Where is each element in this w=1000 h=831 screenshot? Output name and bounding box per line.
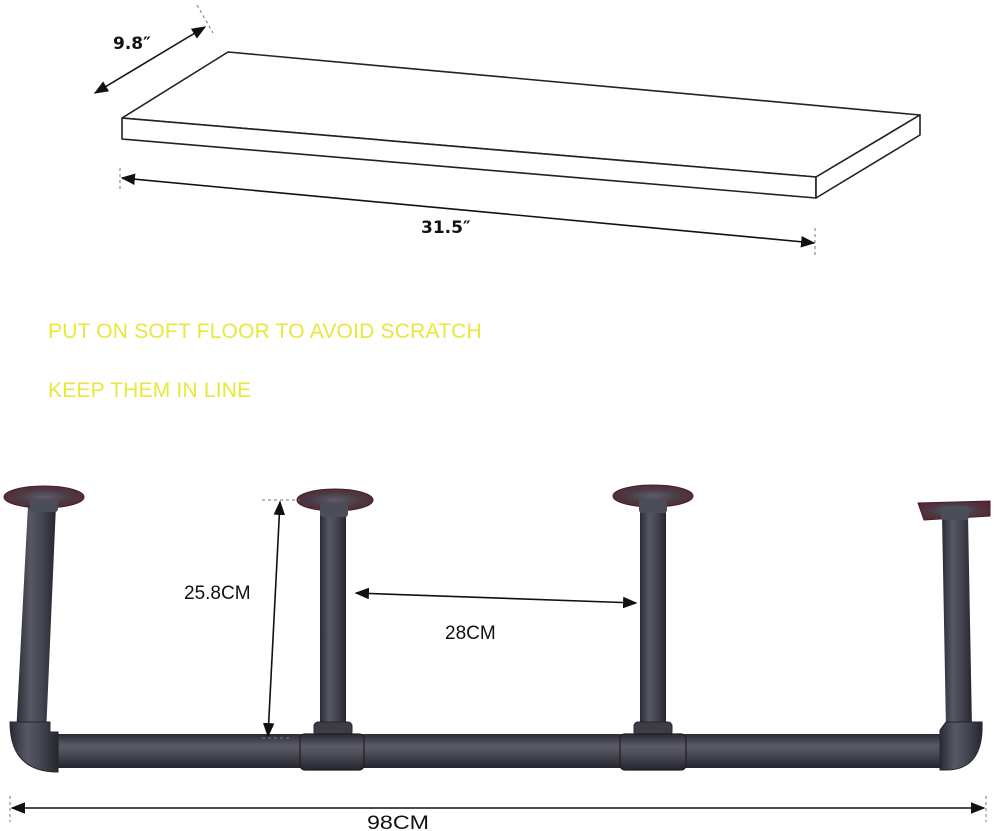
pipe-leg-2: [296, 488, 374, 771]
depth-arrow: [93, 26, 207, 94]
flange-collar: [941, 506, 969, 520]
pipe-height-label: 25.8CM: [184, 583, 251, 604]
flange-collar: [320, 503, 348, 517]
pipe-spacing-dimension: 28CM: [354, 587, 638, 644]
height-arrow: [262, 500, 286, 738]
pipe-height-dimension: 25.8CM: [184, 499, 300, 739]
spacing-arrow: [354, 587, 638, 609]
bottom-pipe: [40, 734, 952, 768]
board-width-dimension: 31.5″: [119, 168, 816, 256]
leg-pipe: [320, 508, 346, 730]
flange-collar: [30, 500, 58, 512]
tee-fitting: [299, 733, 365, 771]
leg-pipe: [640, 502, 666, 728]
pipe-length-dimension: 98CM: [9, 796, 987, 831]
width-arrow: [120, 173, 816, 248]
board-depth-label: 9.8″: [113, 34, 151, 54]
pipe-leg-1: [3, 485, 85, 773]
instruction-note-align: KEEP THEM IN LINE: [48, 379, 252, 402]
pipe-leg-3: [612, 484, 694, 771]
extension-line: [196, 4, 214, 34]
leg-pipe: [942, 515, 972, 728]
leg-pipe: [16, 505, 56, 735]
pipe-frame: [3, 484, 991, 773]
shelf-board: [121, 51, 921, 199]
tee-fitting: [619, 733, 687, 771]
board-width-label: 31.5″: [421, 218, 471, 238]
flange-collar: [639, 499, 667, 513]
pipe-leg-4: [917, 500, 991, 771]
elbow-fitting: [939, 721, 983, 771]
pipe-spacing-label: 28CM: [445, 623, 496, 644]
board-depth-dimension: 9.8″: [93, 4, 214, 94]
board-side-face: [815, 114, 921, 199]
pipe-length-label: 98CM: [367, 813, 429, 831]
elbow-fitting: [9, 721, 59, 773]
instruction-note-scratch: PUT ON SOFT FLOOR TO AVOID SCRATCH: [48, 320, 482, 343]
